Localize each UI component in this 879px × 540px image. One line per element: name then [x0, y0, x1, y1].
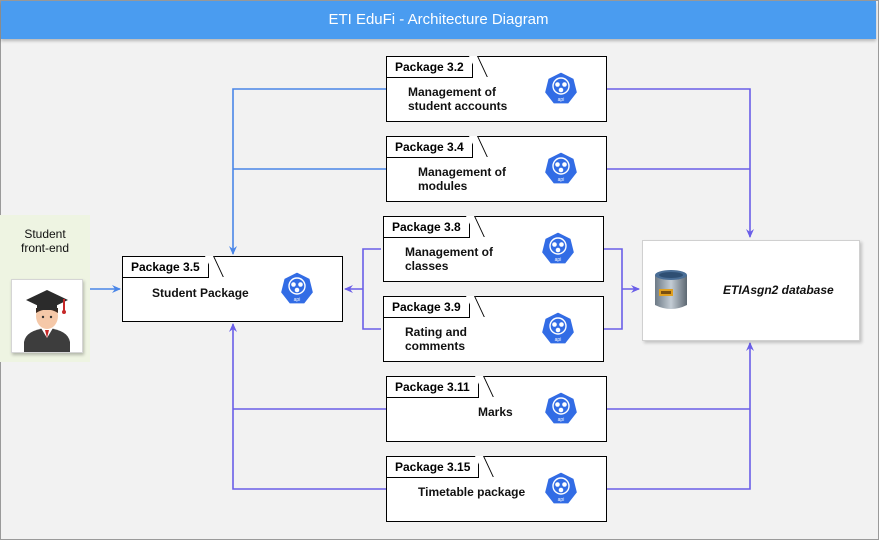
package-description: Marks	[478, 405, 513, 419]
api-icon: api	[540, 311, 576, 345]
package-tab: Package 3.11	[387, 377, 479, 398]
student-front-end: Student front-end	[0, 215, 90, 362]
connector-3-15-to-3-5	[229, 323, 386, 490]
svg-text:api: api	[558, 97, 565, 103]
api-icon: api	[543, 391, 579, 425]
api-icon: api	[543, 71, 579, 105]
package-3-15[interactable]: Package 3.15 Timetable package api	[386, 456, 607, 522]
connector-3-2-to-db	[606, 88, 754, 238]
page-title: ETI EduFi - Architecture Diagram	[1, 1, 876, 39]
graduate-icon	[24, 290, 70, 352]
package-description: Management of modules	[418, 165, 507, 193]
package-tab: Package 3.9	[384, 297, 470, 318]
svg-text:api: api	[294, 297, 301, 303]
connector-3-2-to-3-5	[229, 88, 386, 255]
student-avatar-card	[11, 279, 83, 353]
database-icon	[655, 270, 687, 309]
svg-text:api: api	[555, 257, 562, 263]
svg-text:api: api	[558, 177, 565, 183]
package-3-9[interactable]: Package 3.9 Rating and comments api	[383, 296, 604, 362]
database-label: ETIAsgn2 database	[723, 283, 834, 297]
package-tab: Package 3.8	[384, 217, 470, 238]
svg-text:api: api	[555, 337, 562, 343]
api-icon: api	[279, 271, 315, 305]
svg-text:api: api	[558, 417, 565, 423]
package-3-8[interactable]: Package 3.8 Management of classes api	[383, 216, 604, 282]
package-3-11[interactable]: Package 3.11 Marks api	[386, 376, 607, 442]
package-3-2[interactable]: Package 3.2 Management of student accoun…	[386, 56, 607, 122]
package-description: Student Package	[152, 286, 249, 300]
api-icon: api	[540, 231, 576, 265]
package-3-5[interactable]: Package 3.5 Student Package api	[122, 256, 343, 322]
student-label: Student front-end	[20, 227, 70, 255]
connector-3-8-3-9-to-3-5	[345, 248, 381, 330]
connector-3-15-to-db	[582, 342, 754, 490]
package-description: Management of student accounts	[408, 85, 508, 113]
svg-text:api: api	[558, 497, 565, 503]
package-tab: Package 3.5	[123, 257, 209, 278]
package-tab: Package 3.15	[387, 457, 480, 478]
package-tab: Package 3.4	[387, 137, 473, 158]
package-description: Management of classes	[405, 245, 494, 273]
database-node[interactable]: ETIAsgn2 database	[642, 240, 860, 341]
package-description: Rating and comments	[405, 325, 467, 353]
package-tab: Package 3.2	[387, 57, 473, 78]
connector-3-8-3-9-to-db	[604, 248, 639, 330]
api-icon: api	[543, 471, 579, 505]
api-icon: api	[543, 151, 579, 185]
package-3-4[interactable]: Package 3.4 Management of modules api	[386, 136, 607, 202]
package-description: Timetable package	[418, 485, 526, 499]
